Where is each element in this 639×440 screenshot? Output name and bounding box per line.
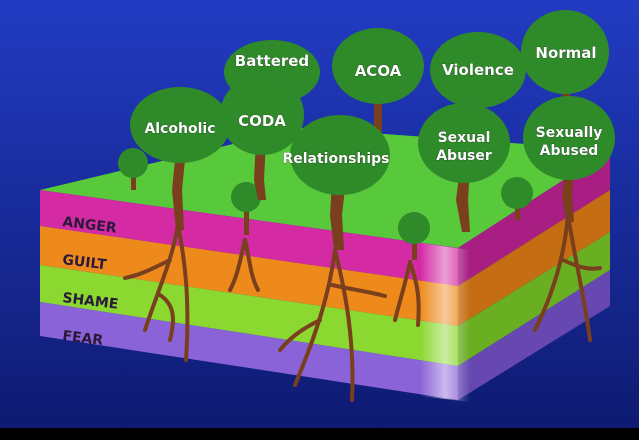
bottom-band xyxy=(0,428,639,436)
sapling xyxy=(231,182,261,235)
tree-label-coda: CODA xyxy=(238,112,286,130)
tree-acoa xyxy=(332,28,424,135)
tree-label-battered: Battered xyxy=(235,52,309,70)
tree-label-sexual-abuser-line2: Abuser xyxy=(436,148,492,164)
sapling xyxy=(501,177,533,220)
layer-label-shame: SHAME xyxy=(62,290,120,313)
sapling xyxy=(398,212,430,260)
layer-guilt-front xyxy=(40,226,458,326)
tree-label-violence: Violence xyxy=(442,61,514,79)
tree-label-sexual-abuser-line1: Sexual xyxy=(438,130,491,146)
tree-label-relationships: Relationships xyxy=(282,151,389,167)
tree-sexually-abused xyxy=(523,96,615,222)
edge-highlight xyxy=(420,243,470,402)
layer-anger-front xyxy=(40,190,458,286)
layer-label-fear: FEAR xyxy=(62,328,105,349)
tree-label-acoa: ACOA xyxy=(355,62,402,80)
sapling xyxy=(118,148,148,190)
tree-label-normal: Normal xyxy=(535,44,596,62)
tree-label-sexually-abused-line1: Sexually xyxy=(536,125,603,141)
tree-alcoholic xyxy=(130,87,230,230)
tree-label-sexually-abused-line2: Abused xyxy=(540,143,599,159)
roots xyxy=(123,213,602,402)
layer-label-anger: ANGER xyxy=(62,214,118,237)
layer-shame-front xyxy=(40,265,458,366)
tree-relationships xyxy=(290,115,390,250)
tree-coda xyxy=(220,75,304,200)
tree-sexual-abuser xyxy=(418,103,510,232)
layer-label-guilt: GUILT xyxy=(62,252,108,273)
tree-label-alcoholic: Alcoholic xyxy=(144,121,215,137)
trees xyxy=(118,10,615,260)
